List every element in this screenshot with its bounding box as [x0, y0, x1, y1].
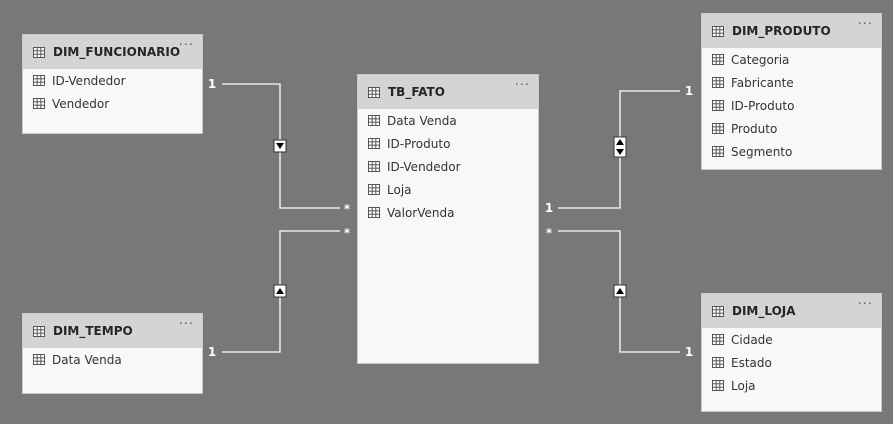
table-title: DIM_PRODUTO — [732, 24, 831, 38]
field-label: Fabricante — [731, 75, 794, 90]
field-row[interactable]: Segmento — [702, 140, 881, 163]
table-icon — [712, 25, 724, 37]
field-label: ID-Vendedor — [52, 73, 126, 88]
cross-filter-icon — [273, 284, 287, 298]
more-options-icon[interactable]: ··· — [178, 38, 194, 53]
column-icon — [712, 54, 724, 65]
cardinality-label: * — [546, 226, 553, 240]
field-label: Loja — [731, 378, 756, 393]
table-header[interactable]: DIM_FUNCIONARIO ··· — [23, 35, 202, 69]
table-card-dim-loja[interactable]: DIM_LOJA ··· Cidade Estado Loja — [701, 293, 882, 412]
table-header[interactable]: DIM_LOJA ··· — [702, 294, 881, 328]
field-label: Cidade — [731, 332, 773, 347]
cardinality-label: 1 — [208, 77, 216, 91]
table-header[interactable]: DIM_TEMPO ··· — [23, 314, 202, 348]
table-icon — [33, 325, 45, 337]
table-icon — [33, 46, 45, 58]
table-title: DIM_LOJA — [732, 304, 796, 318]
more-options-icon[interactable]: ··· — [178, 317, 194, 332]
field-label: Loja — [387, 182, 412, 197]
field-label: ID-Produto — [387, 136, 451, 151]
table-header[interactable]: DIM_PRODUTO ··· — [702, 14, 881, 48]
column-icon — [712, 380, 724, 391]
table-card-dim-tempo[interactable]: DIM_TEMPO ··· Data Venda — [22, 313, 203, 394]
column-icon — [712, 146, 724, 157]
field-row[interactable]: Estado — [702, 351, 881, 374]
field-row[interactable]: Fabricante — [702, 71, 881, 94]
cross-filter-icon — [613, 136, 627, 158]
cardinality-label: 1 — [545, 201, 553, 215]
column-icon — [33, 98, 45, 109]
field-label: ID-Vendedor — [387, 159, 461, 174]
field-label: Data Venda — [387, 113, 457, 128]
table-title: TB_FATO — [388, 85, 445, 99]
table-card-tb-fato[interactable]: TB_FATO ··· Data Venda ID-Produto ID-Ven… — [357, 74, 539, 364]
cross-filter-icon — [273, 139, 287, 153]
cardinality-label: 1 — [685, 345, 693, 359]
more-options-icon[interactable]: ··· — [857, 17, 873, 32]
field-row[interactable]: Produto — [702, 117, 881, 140]
more-options-icon[interactable]: ··· — [857, 297, 873, 312]
field-row[interactable]: Categoria — [702, 48, 881, 71]
cardinality-label: * — [344, 226, 351, 240]
table-title: DIM_TEMPO — [53, 324, 133, 338]
more-options-icon[interactable]: ··· — [514, 78, 530, 93]
column-icon — [368, 161, 380, 172]
field-label: Estado — [731, 355, 772, 370]
column-icon — [33, 75, 45, 86]
table-icon — [368, 86, 380, 98]
field-label: Segmento — [731, 144, 793, 159]
table-card-dim-funcionario[interactable]: DIM_FUNCIONARIO ··· ID-Vendedor Vendedor — [22, 34, 203, 134]
field-row[interactable]: ID-Produto — [358, 132, 538, 155]
table-card-dim-produto[interactable]: DIM_PRODUTO ··· Categoria Fabricante ID-… — [701, 13, 882, 170]
field-row[interactable]: Data Venda — [23, 348, 202, 371]
column-icon — [712, 123, 724, 134]
table-title: DIM_FUNCIONARIO — [53, 45, 181, 59]
table-icon — [712, 305, 724, 317]
table-header[interactable]: TB_FATO ··· — [358, 75, 538, 109]
field-row[interactable]: ID-Vendedor — [358, 155, 538, 178]
field-label: ValorVenda — [387, 205, 455, 220]
field-label: Vendedor — [52, 96, 110, 111]
cardinality-label: 1 — [685, 84, 693, 98]
column-icon — [712, 100, 724, 111]
column-icon — [712, 357, 724, 368]
field-row[interactable]: Loja — [358, 178, 538, 201]
column-icon — [368, 184, 380, 195]
field-row[interactable]: Loja — [702, 374, 881, 397]
field-row[interactable]: Cidade — [702, 328, 881, 351]
field-row[interactable]: ID-Vendedor — [23, 69, 202, 92]
cross-filter-icon — [613, 284, 627, 298]
field-label: ID-Produto — [731, 98, 795, 113]
cardinality-label: * — [344, 202, 351, 216]
field-row[interactable]: Vendedor — [23, 92, 202, 115]
column-icon — [368, 138, 380, 149]
field-label: Categoria — [731, 52, 790, 67]
field-row[interactable]: Data Venda — [358, 109, 538, 132]
cardinality-label: 1 — [208, 345, 216, 359]
column-icon — [368, 207, 380, 218]
field-row[interactable]: ID-Produto — [702, 94, 881, 117]
column-icon — [33, 354, 45, 365]
column-icon — [712, 334, 724, 345]
column-icon — [712, 77, 724, 88]
column-icon — [368, 115, 380, 126]
field-label: Produto — [731, 121, 778, 136]
field-label: Data Venda — [52, 352, 122, 367]
field-row[interactable]: ValorVenda — [358, 201, 538, 224]
